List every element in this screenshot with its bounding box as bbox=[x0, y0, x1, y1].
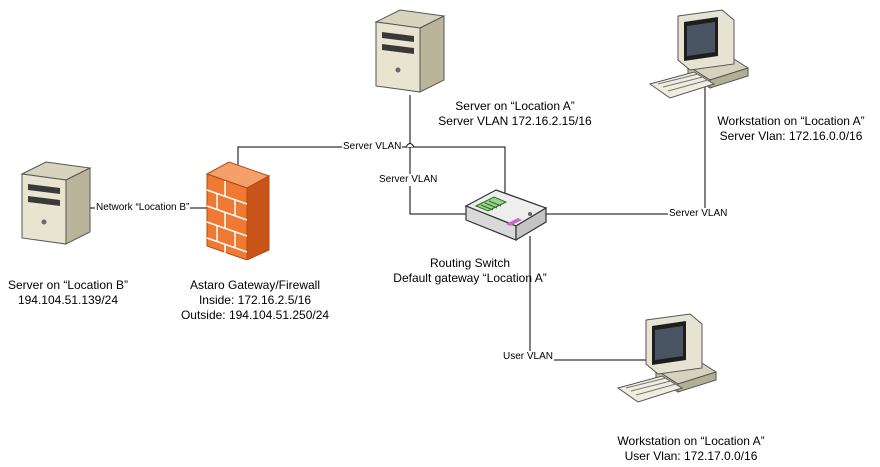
desktop-workstation-icon bbox=[616, 313, 718, 403]
server-location-b-name: Server on “Location B” bbox=[7, 278, 129, 292]
routing-switch-name: Routing Switch bbox=[429, 256, 511, 270]
workstation-server-vlan-network: Server Vlan: 172.16.0.0/16 bbox=[719, 129, 863, 143]
routing-switch-caption: Routing Switch Default gateway “Location… bbox=[370, 256, 570, 286]
server-tower-icon bbox=[374, 9, 446, 93]
server-tower-icon bbox=[20, 161, 92, 245]
link-server-a-switch bbox=[409, 95, 476, 215]
astaro-firewall bbox=[205, 160, 277, 265]
firewall-outside-address: Outside: 194.104.51.250/24 bbox=[180, 308, 330, 322]
link-label-network-location-b: Network “Location B” bbox=[95, 202, 191, 214]
server-location-a bbox=[370, 8, 450, 103]
link-label-server-vlan-right: Server VLAN bbox=[668, 208, 729, 220]
firewall-name: Astaro Gateway/Firewall bbox=[189, 278, 321, 292]
link-label-server-vlan-left: Server VLAN bbox=[378, 174, 439, 186]
routing-switch-icon bbox=[464, 189, 548, 242]
workstation-user-vlan bbox=[616, 312, 720, 415]
link-label-user-vlan: User VLAN bbox=[502, 351, 555, 363]
routing-switch-gateway: Default gateway “Location A” bbox=[393, 271, 547, 285]
workstation-user-vlan-caption: Workstation on “Location A” User Vlan: 1… bbox=[596, 434, 786, 464]
server-location-a-name: Server on “Location A” bbox=[455, 99, 575, 113]
workstation-user-vlan-network: User Vlan: 172.17.0.0/16 bbox=[624, 449, 758, 463]
server-location-a-caption: Server on “Location A” Server VLAN 172.1… bbox=[405, 99, 625, 129]
link-label-server-vlan-top: Server VLAN bbox=[342, 141, 403, 153]
workstation-server-vlan-name: Workstation on “Location A” bbox=[717, 114, 865, 128]
server-location-b-caption: Server on “Location B” 194.104.51.139/24 bbox=[0, 278, 136, 308]
routing-switch bbox=[462, 184, 550, 251]
server-location-b-address: 194.104.51.139/24 bbox=[17, 293, 119, 307]
workstation-server-vlan-caption: Workstation on “Location A” Server Vlan:… bbox=[702, 114, 880, 144]
workstation-user-vlan-name: Workstation on “Location A” bbox=[617, 434, 765, 448]
server-location-b bbox=[18, 160, 98, 255]
line-crossing-hop bbox=[405, 143, 415, 148]
firewall-inside-address: Inside: 172.16.2.5/16 bbox=[198, 293, 312, 307]
workstation-server-vlan bbox=[648, 8, 752, 111]
server-location-a-address: Server VLAN 172.16.2.15/16 bbox=[438, 114, 592, 128]
brick-firewall-icon bbox=[205, 161, 271, 261]
desktop-workstation-icon bbox=[648, 9, 750, 99]
firewall-caption: Astaro Gateway/Firewall Inside: 172.16.2… bbox=[160, 278, 350, 323]
